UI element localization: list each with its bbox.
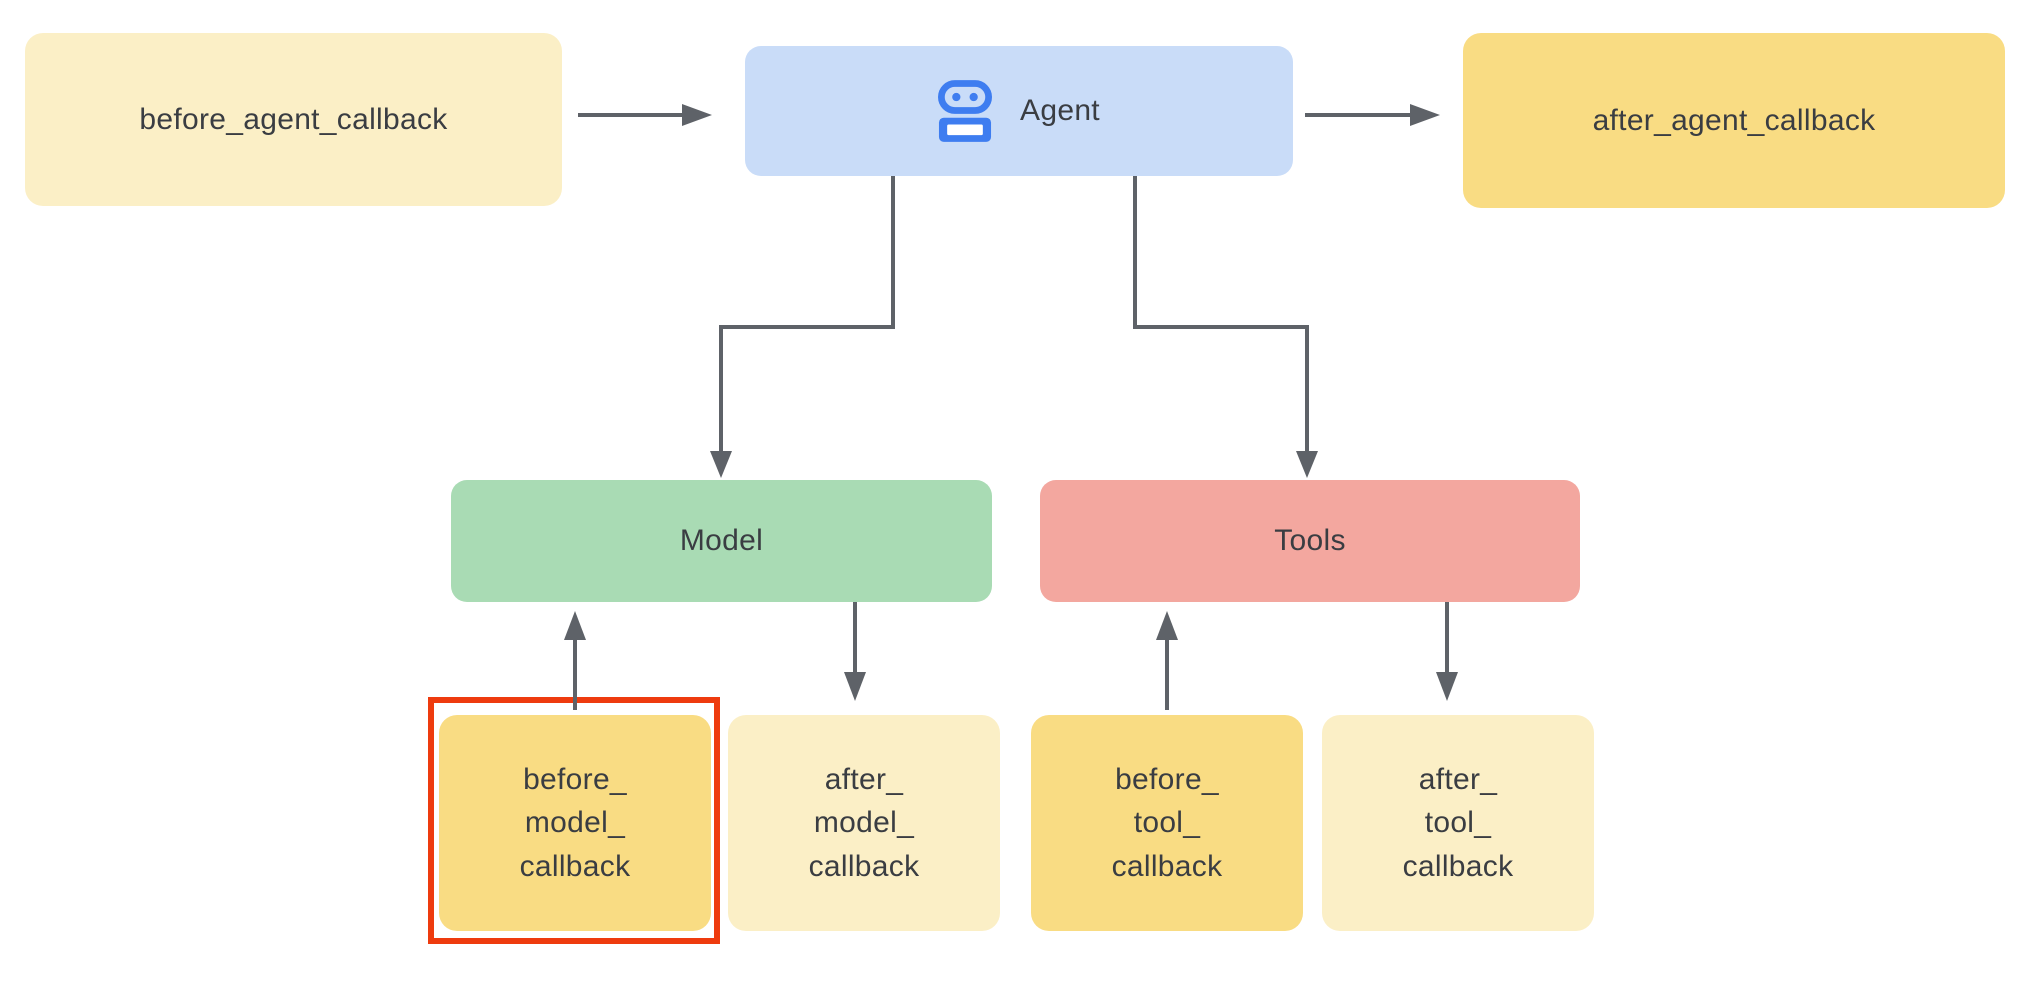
- node-before-tool-callback: before_ tool_ callback: [1031, 715, 1303, 931]
- edge-before-tool-to-tools: [1156, 611, 1178, 710]
- edge-agent-to-after-agent: [1305, 104, 1440, 126]
- edge-tools-to-after-tool: [1436, 602, 1458, 701]
- node-before-model-callback: before_ model_ callback: [439, 715, 711, 931]
- arrowhead-right: [682, 104, 712, 126]
- node-label: before_agent_callback: [139, 102, 448, 136]
- edge-model-to-after-model: [844, 602, 866, 701]
- node-after-model-callback: after_ model_ callback: [728, 715, 1000, 931]
- node-before-agent-callback: before_agent_callback: [25, 33, 562, 206]
- edge-before-agent-to-agent: [578, 104, 712, 126]
- node-label: before_ tool_ callback: [1111, 762, 1223, 883]
- arrowhead-right: [1410, 104, 1440, 126]
- node-label: after_ tool_ callback: [1402, 762, 1514, 883]
- node-after-agent-callback: after_agent_callback: [1463, 33, 2005, 208]
- node-model: Model: [451, 480, 992, 602]
- node-label: Tools: [1274, 524, 1346, 558]
- arrowhead-down: [710, 451, 732, 478]
- node-label: after_agent_callback: [1592, 103, 1876, 137]
- node-agent: Agent: [745, 46, 1293, 176]
- arrowhead-up: [564, 611, 586, 640]
- node-after-tool-callback: after_ tool_ callback: [1322, 715, 1594, 931]
- robot-icon: [938, 80, 993, 142]
- agent-content: Agent: [938, 80, 1100, 142]
- node-tools: Tools: [1040, 480, 1580, 602]
- edge-agent-to-model: [710, 176, 895, 478]
- node-label: after_ model_ callback: [808, 762, 920, 883]
- edge-agent-to-tools: [1133, 176, 1318, 478]
- node-label: Model: [679, 524, 764, 558]
- arrowhead-down: [1436, 672, 1458, 701]
- arrowhead-up: [1156, 611, 1178, 640]
- arrowhead-down: [1296, 451, 1318, 478]
- node-label: before_ model_ callback: [519, 762, 631, 883]
- node-label: Agent: [1020, 94, 1100, 128]
- arrowhead-down: [844, 672, 866, 701]
- edge-before-model-to-model: [564, 611, 586, 710]
